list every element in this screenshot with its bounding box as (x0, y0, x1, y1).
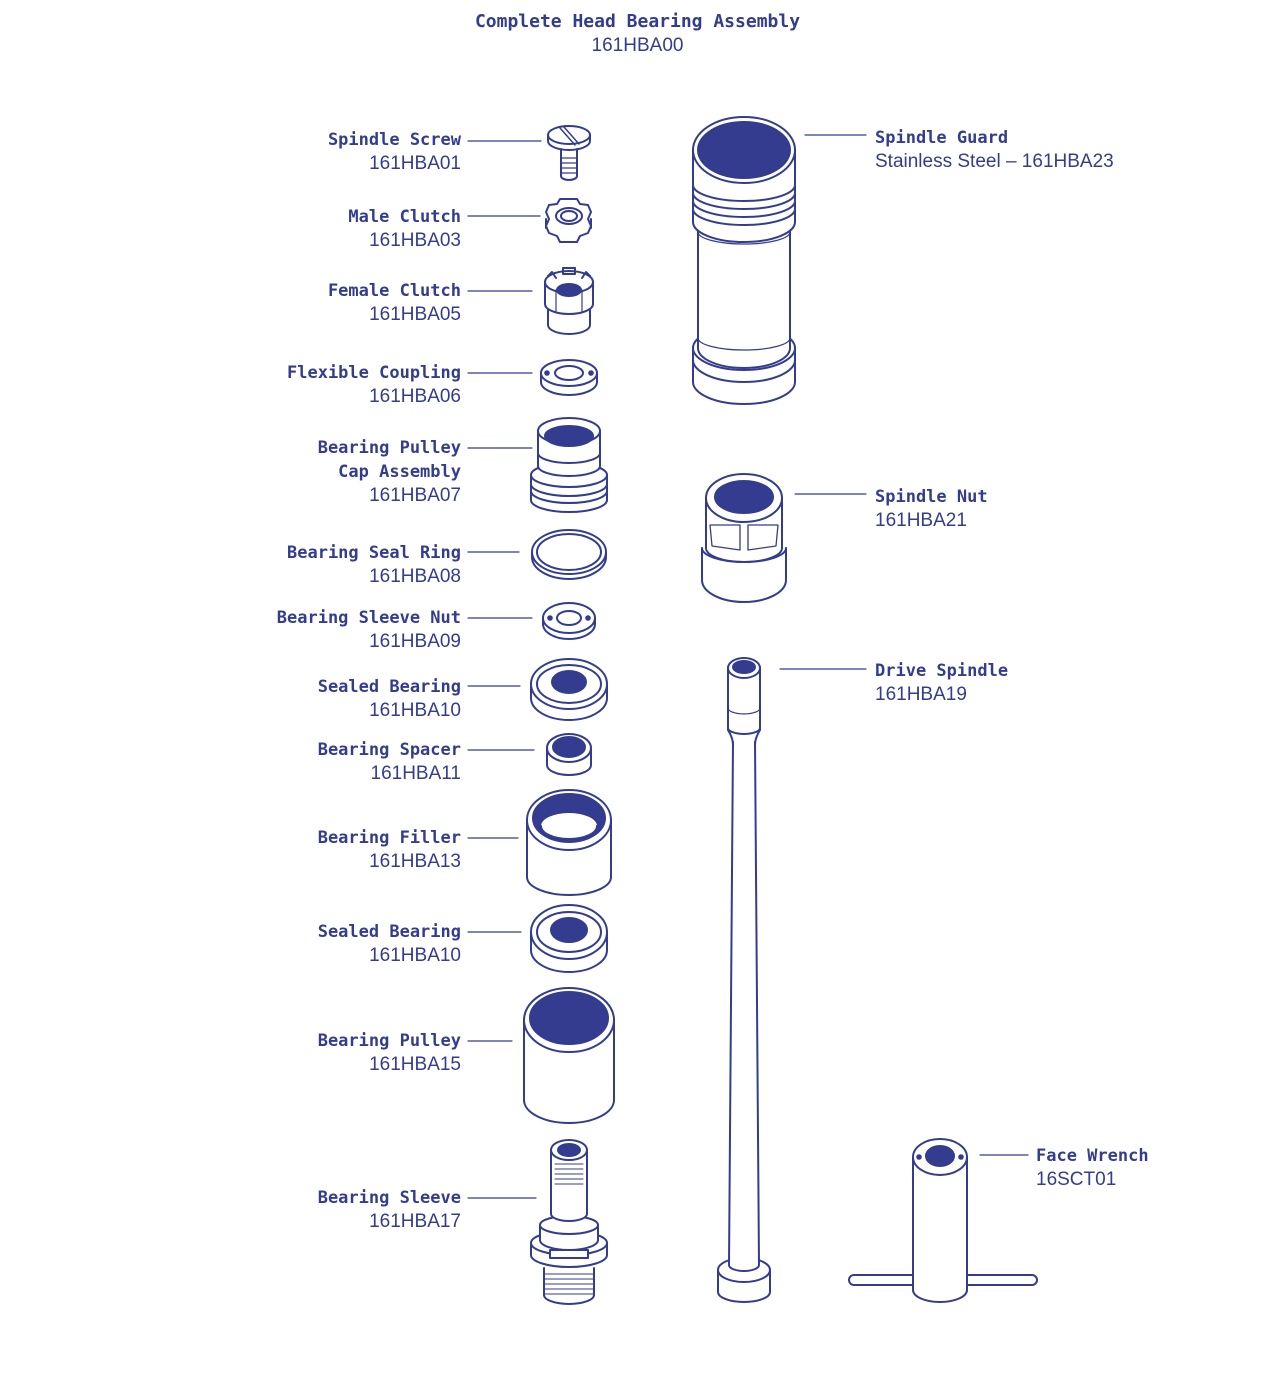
label-bearing-pulley-cap: Bearing Pulley Cap Assembly 161HBA07 (317, 438, 461, 506)
female-clutch-drawing (545, 268, 593, 334)
spindle-guard-drawing (693, 117, 795, 404)
leader-lines (468, 135, 1028, 1198)
flexible-coupling-drawing (541, 360, 597, 395)
label-female-clutch: Female Clutch 161HBA05 (327, 281, 461, 325)
bearing-pulley-drawing (524, 988, 614, 1123)
label-drive-spindle: Drive Spindle 161HBA19 (875, 661, 1009, 705)
label-flexible-coupling: Flexible Coupling 161HBA06 (287, 363, 461, 407)
label-spindle-nut: Spindle Nut 161HBA21 (875, 487, 988, 531)
diagram-title: Complete Head Bearing Assembly 161HBA00 (0, 10, 1275, 58)
spindle-nut-drawing (702, 474, 786, 602)
label-bearing-spacer: Bearing Spacer 161HBA11 (317, 740, 461, 784)
drive-spindle-drawing (718, 658, 770, 1302)
label-sealed-bearing-1: Sealed Bearing 161HBA10 (317, 677, 461, 721)
label-bearing-sleeve: Bearing Sleeve 161HBA17 (317, 1188, 461, 1232)
label-spindle-screw: Spindle Screw 161HBA01 (327, 130, 461, 174)
label-male-clutch: Male Clutch 161HBA03 (348, 207, 461, 251)
male-clutch-drawing (546, 199, 591, 242)
face-wrench-drawing (849, 1139, 1037, 1302)
spindle-screw-drawing (548, 126, 590, 180)
sealed-bearing-1-drawing (531, 659, 607, 720)
bearing-pulley-cap-drawing (531, 418, 607, 512)
title-name: Complete Head Bearing Assembly (474, 11, 801, 32)
label-spindle-guard: Spindle Guard Stainless Steel – 161HBA23 (875, 128, 1114, 172)
title-part-number: 161HBA00 (591, 35, 684, 56)
label-bearing-pulley: Bearing Pulley 161HBA15 (317, 1031, 461, 1075)
label-bearing-sleeve-nut: Bearing Sleeve Nut 161HBA09 (276, 608, 461, 652)
bearing-seal-ring-drawing (532, 530, 606, 579)
label-face-wrench: Face Wrench 16SCT01 (1036, 1146, 1149, 1190)
label-bearing-filler: Bearing Filler 161HBA13 (317, 828, 461, 872)
bearing-filler-drawing (527, 790, 611, 895)
label-bearing-seal-ring: Bearing Seal Ring 161HBA08 (287, 543, 461, 587)
label-sealed-bearing-2: Sealed Bearing 161HBA10 (317, 922, 461, 966)
bearing-spacer-drawing (547, 734, 591, 775)
sealed-bearing-2-drawing (531, 905, 607, 972)
bearing-sleeve-drawing (531, 1140, 607, 1304)
bearing-sleeve-nut-drawing (543, 603, 595, 639)
